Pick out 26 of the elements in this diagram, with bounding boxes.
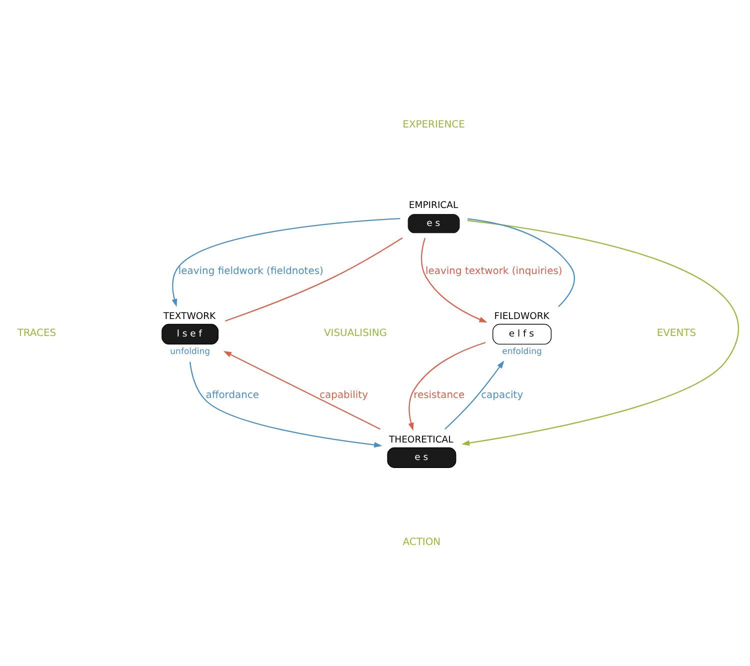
label: ACTION xyxy=(402,536,441,548)
edge-label: leaving fieldwork (fieldnotes) xyxy=(178,266,324,277)
arrow xyxy=(421,237,488,322)
node-label: unfolding xyxy=(170,346,210,356)
connector xyxy=(467,218,575,307)
node-label: enfolding xyxy=(502,346,542,356)
node-label: EMPIRICAL xyxy=(408,200,458,211)
node-label: TEXTWORK xyxy=(163,310,216,322)
label: TRACES xyxy=(17,328,56,339)
edge-label: resistance xyxy=(414,390,465,401)
node-label: FIELDWORK xyxy=(494,310,550,322)
label: EXPERIENCE xyxy=(402,118,465,130)
arrow xyxy=(189,361,382,448)
arrow xyxy=(462,219,738,446)
edge-label: capability xyxy=(320,390,368,401)
arrow xyxy=(444,360,504,430)
edge-label: affordance xyxy=(206,390,260,401)
connector xyxy=(224,236,403,322)
edge-label: leaving textwork (inquiries) xyxy=(426,266,562,277)
label: VISUALISING xyxy=(324,328,388,339)
arrow xyxy=(408,341,486,430)
arrow xyxy=(223,350,380,430)
node-label: THEORETICAL xyxy=(388,434,454,445)
arrow xyxy=(172,217,400,306)
label: EVENTS xyxy=(656,328,696,339)
edge-label: capacity xyxy=(481,390,524,401)
